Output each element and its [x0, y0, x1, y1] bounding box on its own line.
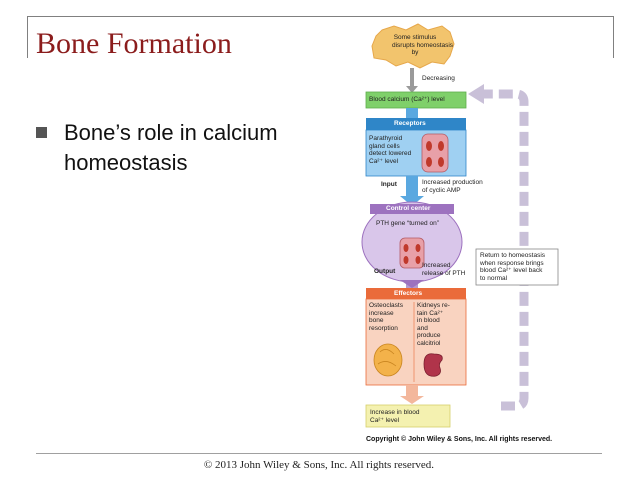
slide-border-right: [613, 16, 614, 58]
response-text: Increase in blood Ca²⁺ level: [370, 409, 420, 424]
effectors-left-line-4: resorption: [369, 324, 398, 332]
output-label: Output: [374, 268, 396, 275]
diagram-graphics: [361, 23, 559, 428]
kidney-icon: [423, 353, 443, 377]
effectors-header: [366, 288, 466, 299]
stimulus-burst: [371, 23, 455, 69]
effectors-right-line-4: and: [417, 324, 428, 332]
stimulus-line-3: by: [411, 49, 419, 56]
slide-footer: © 2013 John Wiley & Sons, Inc. All right…: [203, 459, 435, 471]
square-bullet-icon: [36, 127, 47, 138]
input-label: Input: [381, 181, 397, 188]
control-center-text: PTH gene “turned on”: [376, 220, 439, 227]
output-text: Increased release of PTH: [422, 262, 465, 277]
feedback-loop-arrow: [481, 89, 529, 411]
effectors-left-text: Osteoclasts increase bone resorption: [369, 302, 403, 332]
receptors-line-2: gland cells: [369, 142, 400, 150]
response-line-1: Increase in blood: [370, 409, 420, 416]
bullet-text: Bone’s role in calcium homeostasis: [64, 120, 278, 175]
receptors-header-text: Receptors: [394, 120, 426, 127]
receptors-text: Parathyroid gland cells detect lowered C…: [369, 135, 411, 165]
receptors-line-3: detect lowered: [369, 150, 412, 157]
figure-copyright: Copyright © John Wiley & Sons, Inc. All …: [366, 436, 553, 443]
decreasing-label: Decreasing: [422, 75, 455, 82]
response-box: [365, 404, 451, 428]
return-line-2: when response brings: [480, 259, 544, 267]
receptors-line-1: Parathyroid: [369, 135, 403, 142]
thyroid-gland-icon: [399, 237, 425, 269]
effectors-right-line-5: produce: [417, 332, 441, 339]
response-line-2: Ca²⁺ level: [370, 416, 400, 424]
receptors-line-4: Ca²⁺ level: [369, 157, 399, 165]
feedback-arrowhead: [468, 84, 484, 104]
return-line-3: blood Ca²⁺ level back: [480, 267, 543, 274]
footer-rule: [36, 453, 602, 454]
input-line-2: of cyclic AMP: [422, 186, 461, 194]
homeostasis-diagram: Some stimulus disrupts homeostasis by De…: [356, 22, 571, 447]
effectors-right-line-6: calcitriol: [417, 339, 441, 347]
parathyroid-gland-icon: [421, 133, 449, 173]
effectors-right-line-2: tain Ca²⁺: [417, 309, 444, 317]
stimulus-line-2: disrupts homeostasis: [392, 41, 454, 49]
receptors-header: [366, 118, 466, 130]
stimulus-line-1: Some stimulus: [393, 34, 437, 41]
effectors-right-line-3: in blood: [417, 317, 440, 324]
effectors-left-line-2: increase: [369, 309, 394, 317]
input-line-1: Increased production: [422, 179, 483, 186]
effectors-left-line-3: bone: [369, 317, 384, 324]
slide-border-left: [27, 16, 28, 58]
return-to-homeostasis-box: [475, 248, 559, 286]
effectors-left-line-1: Osteoclasts: [369, 302, 403, 309]
stimulus-arrowhead: [406, 86, 418, 93]
effectors-header-text: Effectors: [394, 290, 423, 297]
return-to-homeostasis-text: Return to homeostasis when response brin…: [480, 252, 545, 282]
return-line-4: to normal: [480, 274, 508, 282]
control-center-header-text: Control center: [386, 205, 431, 212]
stimulus-text: Some stimulus disrupts homeostasis by: [392, 34, 454, 57]
output-line-1: Increased: [422, 262, 451, 269]
effectors-right-line-1: Kidneys re-: [417, 302, 450, 309]
return-line-1: Return to homeostasis: [480, 252, 546, 259]
slide-border-top: [27, 16, 614, 17]
control-center-header: [370, 204, 454, 214]
effectors-right-text: Kidneys re- tain Ca²⁺ in blood and produ…: [417, 302, 450, 347]
input-text: Increased production of cyclic AMP: [422, 179, 483, 194]
controlled-condition-text: Blood calcium (Ca²⁺) level: [369, 96, 445, 103]
output-line-2: release of PTH: [422, 269, 466, 277]
osteoclast-icon: [373, 343, 403, 377]
slide-title: Bone Formation: [36, 27, 232, 60]
